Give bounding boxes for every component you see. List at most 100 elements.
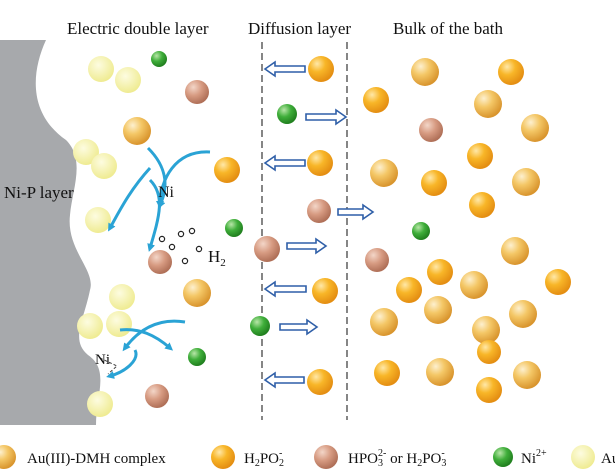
hypophosphite-ion [307,150,333,176]
hypophosphite-ion [469,192,495,218]
edl-particles [123,51,243,408]
au-complex [426,358,454,386]
legend-swatch-hypophosphite [211,445,235,469]
diffusion-arrow-right [286,237,328,255]
reaction-arrow [146,146,167,209]
h2-bubble [168,243,176,251]
phosphite-ion [148,250,172,274]
au-complex [513,361,541,389]
legend-label-gold-atom: Au [601,451,615,467]
hypophosphite-ion [476,377,502,403]
au-complex [501,237,529,265]
phosphite-ion [307,199,331,223]
gold-atom [109,284,135,310]
ni-ion [188,348,206,366]
h2-bubble [195,245,203,253]
ni-p-layer-label: Ni-P layer [4,183,74,202]
legend-swatch-nickel-ion [493,447,513,467]
header-electric-double-layer: Electric double layer [67,19,209,38]
reaction-arrows [106,146,211,379]
gold-atom [88,56,114,82]
gold-atom [73,139,99,165]
gold-atom [91,153,117,179]
au-complex [370,159,398,187]
reaction-arrow [122,319,186,352]
gold-atom [106,311,132,337]
legend-label-hypophosphite: H2PO2- [244,448,284,469]
au-complex [370,308,398,336]
phosphite-ion [145,384,169,408]
au-complex [424,296,452,324]
au-complex [512,168,540,196]
diffusion-arrows [263,60,375,389]
legend-swatch-au-complex [0,445,16,469]
reaction-arrow [119,328,174,351]
ni-reduction-label: Ni [158,184,175,201]
h2-bubbles [158,227,203,265]
header-bulk-of-bath: Bulk of the bath [393,19,504,38]
hypophosphite-ion [477,340,501,364]
bulk-particles [363,58,571,403]
au-complex [509,300,537,328]
diffusion-particles [250,56,338,395]
legend-swatches [0,445,595,469]
au-complex [474,90,502,118]
au-complex [472,316,500,344]
hypophosphite-ion [421,170,447,196]
h2-label: H2 [208,247,226,269]
hypophosphite-ion [396,277,422,303]
diffusion-arrow-left [263,60,306,78]
hypophosphite-ion [374,360,400,386]
ni-ion [277,104,297,124]
legend-label-nickel-ion: Ni2+ [521,448,547,467]
hypophosphite-ion [363,87,389,113]
gold-atom [115,67,141,93]
legend-label-phosphite: HPO32- or H2PO3- [348,448,446,469]
ni-p-layer-surface [0,40,101,425]
diffusion-arrow-left [263,280,307,298]
ni-ion [412,222,430,240]
au-complex [123,117,151,145]
au-complex [460,271,488,299]
hypophosphite-ion [498,59,524,85]
ni-ion [151,51,167,67]
hypophosphite-ion [427,259,453,285]
au-complex [183,279,211,307]
h2-bubble [158,235,166,243]
au-complex [521,114,549,142]
h2-bubble [188,227,196,235]
hypophosphite-ion [467,143,493,169]
ni-ion [225,219,243,237]
hypophosphite-ion [545,269,571,295]
diffusion-arrow-left [263,154,306,172]
legend-label-au-complex: Au(III)-DMH complex [27,451,166,467]
ni-ion [250,316,270,336]
reaction-arrow [108,166,152,232]
phosphite-ion [365,248,389,272]
phosphite-ion [185,80,209,104]
legend-swatch-gold-atom [571,445,595,469]
header-diffusion-layer: Diffusion layer [248,19,351,38]
hypophosphite-ion [307,369,333,395]
deposit-dash-marker [99,357,118,375]
diffusion-arrow-right [337,203,375,221]
hypophosphite-ion [308,56,334,82]
hypophosphite-ion [312,278,338,304]
gold-atom [77,313,103,339]
diffusion-arrow-right [305,108,348,126]
gold-atom [87,391,113,417]
diffusion-arrow-left [263,371,305,389]
ni-deposit-label: Ni [95,352,110,368]
h2-bubble [181,257,189,265]
au-complex [411,58,439,86]
diffusion-arrow-right [279,318,319,336]
legend-swatch-phosphite [314,445,338,469]
reaction-arrow [156,150,211,209]
gold-atom [85,207,111,233]
phosphite-ion [419,118,443,142]
phosphite-ion [254,236,280,262]
hypophosphite-ion [214,157,240,183]
reaction-arrow [147,178,161,252]
reaction-arrow [106,349,138,379]
